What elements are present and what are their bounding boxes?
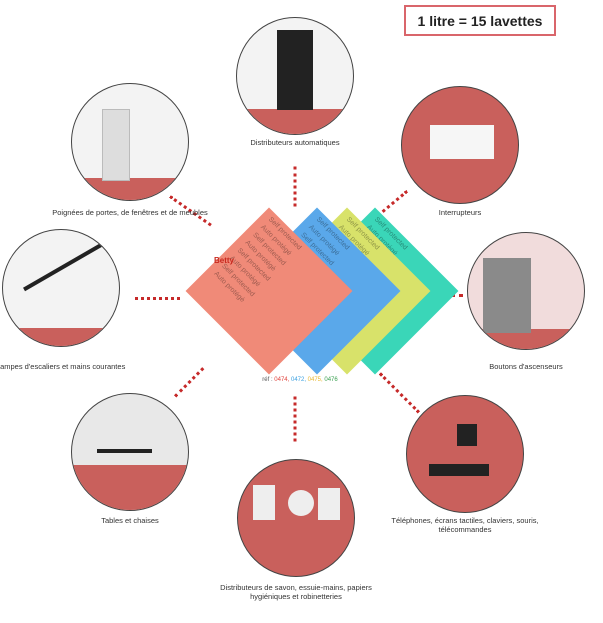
item-label: Interrupteurs	[438, 208, 482, 217]
item-label: Téléphones, écrans tactiles, claviers, s…	[391, 516, 539, 534]
arrow	[293, 396, 297, 442]
item-label: Rampes d'escaliers et mains courantes	[0, 362, 126, 371]
item-label: Boutons d'ascenseurs	[489, 362, 563, 371]
stair-rail-image	[2, 229, 120, 347]
switch-image	[401, 86, 519, 204]
ratio-badge: 1 litre = 15 lavettes	[404, 5, 556, 36]
arrow	[135, 297, 180, 300]
brand-logo-text: Betty	[214, 256, 235, 265]
arrow	[173, 367, 205, 398]
arrow	[378, 372, 420, 414]
item-label: Tables et chaises	[101, 516, 159, 525]
reference-codes: réf : 0474, 0472, 0475, 0476	[250, 377, 350, 383]
door-handle-image	[71, 83, 189, 201]
ref-code: 0475,	[307, 377, 325, 383]
arrow	[293, 166, 297, 207]
ref-code: 0472,	[290, 377, 308, 383]
elevator-image	[467, 232, 585, 350]
item-label: Distributeurs de savon, essuie-mains, pa…	[220, 583, 372, 601]
vending-machine-image	[236, 17, 354, 135]
soap-dispenser-image	[237, 459, 355, 577]
item-label: Distributeurs automatiques	[250, 138, 340, 147]
electronics-image	[406, 395, 524, 513]
item-label: Poignées de portes, de fenêtres et de me…	[52, 208, 208, 217]
table-chair-image	[71, 393, 189, 511]
ref-list: 0474, 0472, 0475, 0476	[274, 377, 337, 383]
ref-prefix: réf :	[262, 377, 275, 383]
ref-code: 0476	[324, 377, 338, 383]
ref-code: 0474,	[274, 377, 291, 383]
